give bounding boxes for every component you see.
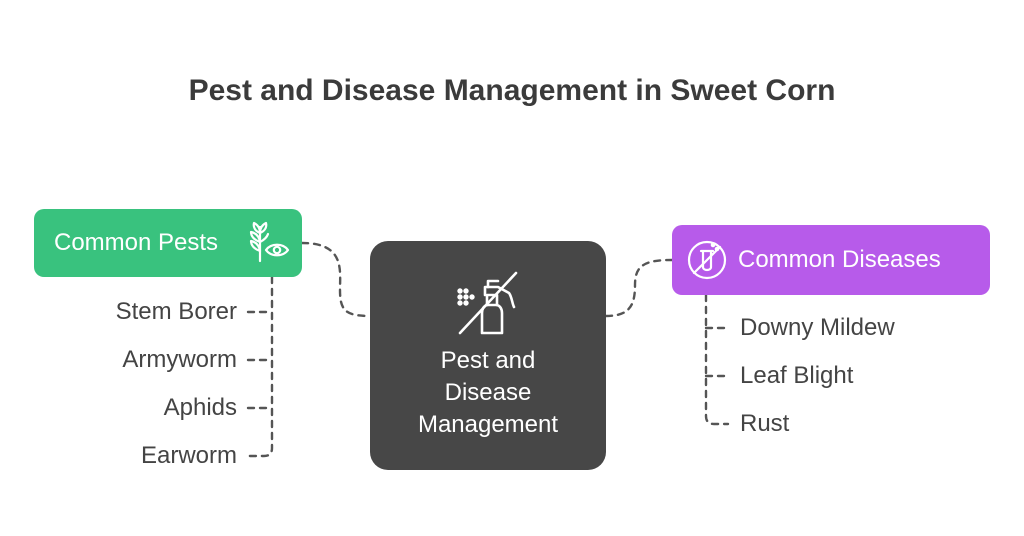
- center-label-line: Pest and: [440, 347, 536, 374]
- common-pests-label: Common Pests: [54, 229, 219, 256]
- pest-item-aphids: Aphids: [163, 394, 237, 421]
- connector-pests-trunk: [246, 275, 274, 458]
- page-title: Pest and Disease Management in Sweet Cor…: [188, 74, 836, 107]
- no-test-tube-icon: [687, 240, 727, 280]
- plant-eye-icon: [249, 221, 290, 263]
- connector-diseases-trunk: [704, 293, 730, 426]
- connector-pests-center: [300, 241, 372, 318]
- center-label-line: Disease: [444, 379, 532, 406]
- connector-center-diseases: [604, 258, 674, 318]
- common-diseases-label: Common Diseases: [738, 246, 941, 273]
- pest-item-earworm: Earworm: [140, 442, 237, 469]
- pest-item-stem-borer: Stem Borer: [115, 298, 237, 325]
- disease-item-leaf-blight: Leaf Blight: [740, 362, 854, 389]
- common-pests-node: Common Pests: [34, 209, 302, 277]
- center-node: Pest and Disease Management: [370, 241, 606, 470]
- no-spray-bottle-icon: [457, 271, 518, 335]
- common-diseases-node: Common Diseases: [672, 225, 990, 295]
- disease-item-downy-mildew: Downy Mildew: [740, 314, 895, 341]
- pest-item-armyworm: Armyworm: [122, 346, 237, 373]
- center-label-line: Management: [417, 411, 559, 438]
- center-label: Pest and Disease Management: [370, 345, 606, 441]
- disease-item-rust: Rust: [740, 410, 790, 437]
